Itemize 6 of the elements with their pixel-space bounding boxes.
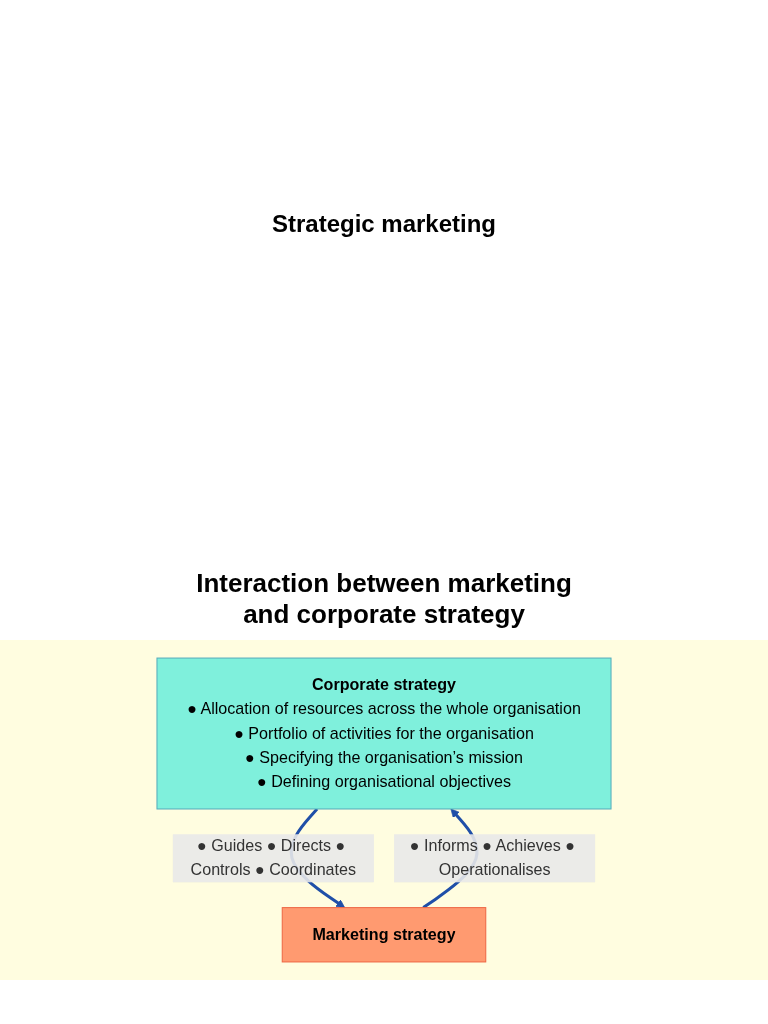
diagram-heading: Interaction between marketing and corporate strategy (195, 568, 573, 630)
node-box: Corporate strategy ● Allocation of resources across the whole organisation ● Portfolio of activities for the organisation ● Specifying the organisation’s mission ● Defining organisational objectives (156, 657, 612, 810)
node-box: Marketing strategy (281, 907, 487, 963)
page-title: Strategic marketing (270, 210, 498, 238)
edge-label: ● Informs ● Achieves ● Operationalises (409, 837, 576, 879)
edge-label: ● Guides ● Directs ● Controls ● Coordinates (190, 837, 357, 879)
